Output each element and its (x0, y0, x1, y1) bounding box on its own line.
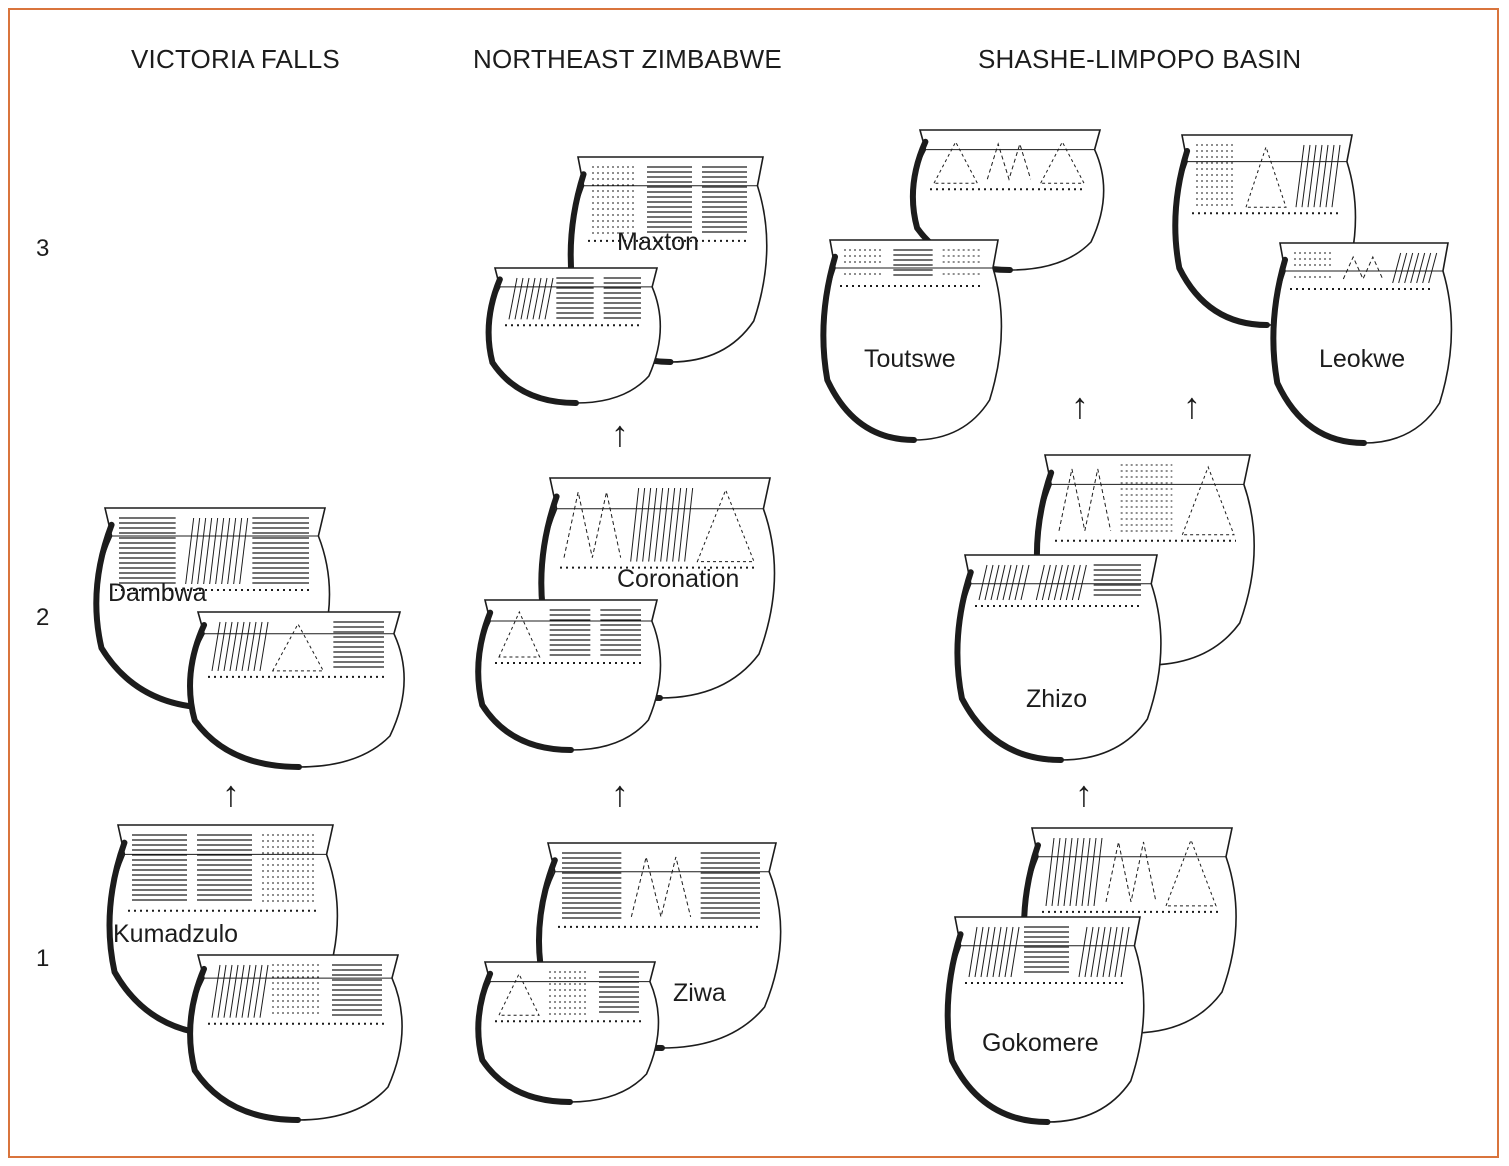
label-dambwa: Dambwa (108, 579, 207, 607)
pot-ziwa-back-decoration (700, 852, 760, 919)
row-label-1: 1 (36, 945, 50, 972)
pot-leokwe-front-decoration (1342, 255, 1384, 281)
pot-toutswe-front-decoration (844, 249, 884, 275)
pot-toutswe-back-decoration (1039, 140, 1085, 184)
pot-coronation-front-decoration (600, 609, 641, 656)
label-toutswe: Toutswe (864, 345, 956, 373)
pot-maxton-front (485, 267, 662, 406)
pot-toutswe-back-decoration (933, 140, 979, 184)
pot-gokomere-back-decoration (1045, 837, 1103, 906)
pot-maxton-front-decoration (508, 277, 554, 320)
label-coronation: Coronation (617, 565, 740, 593)
pot-toutswe-back-decoration (986, 142, 1032, 181)
pot-zhizo-front-decoration (1093, 564, 1141, 596)
arrow-up-coronation-maxton: ↑ (611, 413, 629, 454)
pot-leokwe-back-decoration (1295, 144, 1341, 208)
pot-ziwa-back-decoration (630, 856, 692, 918)
pot-maxton-front-section (485, 276, 579, 406)
pot-kumadzulo-back-decoration (262, 834, 317, 902)
pot-zhizo-back-decoration (1181, 465, 1235, 536)
label-zhizo: Zhizo (1026, 685, 1088, 713)
pot-gokomere-front-section (944, 931, 1051, 1125)
pot-zhizo-front-decoration (1035, 564, 1087, 601)
pot-leokwe-front (1270, 242, 1453, 446)
row-label-3: 3 (36, 235, 50, 262)
pot-zhizo-back-decoration (1120, 464, 1173, 532)
pot-toutswe-front-decoration (893, 249, 933, 276)
column-header-northeast-zimbabwe: NORTHEAST ZIMBABWE (473, 44, 782, 74)
pot-gokomere-front-decoration (968, 926, 1020, 978)
label-leokwe: Leokwe (1319, 345, 1406, 373)
pot-zhizo-front (954, 554, 1162, 763)
pot-gokomere-front (944, 916, 1145, 1125)
pot-toutswe-front (820, 239, 1003, 443)
arrow-up-ziwa-coronation: ↑ (611, 773, 629, 814)
pot-gokomere-back-decoration (1105, 841, 1157, 903)
pot-dambwa-back-decoration (185, 517, 249, 585)
pot-gokomere-front-decoration (1078, 926, 1130, 978)
pot-kumadzulo-front-section (187, 965, 301, 1123)
pot-dambwa-front-decoration (271, 622, 325, 672)
pot-coronation-front-decoration (498, 610, 541, 658)
pot-leokwe-front-section (1270, 256, 1367, 446)
label-ziwa: Ziwa (673, 979, 726, 1007)
arrow-up-zhizo-leokwe: ↑ (1183, 385, 1201, 426)
pot-maxton-front-decoration (603, 277, 641, 319)
pot-dambwa-front-decoration (333, 621, 384, 668)
pot-toutswe-front-decoration (942, 249, 982, 275)
pot-coronation-front-decoration (549, 609, 591, 656)
pot-kumadzulo-front-decoration (332, 964, 382, 1016)
pot-maxton-front-decoration (556, 277, 594, 319)
pot-kumadzulo-back-decoration (132, 834, 187, 901)
pot-kumadzulo-back-decoration (197, 834, 252, 901)
column-header-shashe-limpopo: SHASHE-LIMPOPO BASIN (978, 44, 1302, 74)
label-gokomere: Gokomere (982, 1029, 1099, 1057)
arrow-up-kumadzulo-dambwa: ↑ (222, 773, 240, 814)
pot-dambwa-front-decoration (211, 621, 269, 671)
pot-ziwa-front (475, 961, 660, 1105)
arrow-up-gokomere-zhizo: ↑ (1075, 773, 1093, 814)
column-header-victoria-falls: VICTORIA FALLS (131, 44, 340, 74)
pot-dambwa-back-decoration (119, 517, 176, 584)
pot-leokwe-back-decoration (1196, 144, 1236, 206)
pot-ziwa-front-decoration (498, 972, 540, 1016)
pot-gokomere-front-decoration (1024, 926, 1069, 973)
row-label-2: 2 (36, 604, 50, 631)
pot-zhizo-back-decoration (1058, 468, 1112, 531)
pot-toutswe-back (909, 129, 1105, 273)
pot-dambwa-front-section (187, 622, 302, 770)
pot-coronation-back-decoration (563, 491, 622, 558)
pot-dambwa-back-decoration (252, 517, 309, 584)
pot-toutswe-front-section (820, 253, 917, 443)
pot-coronation-front-section (475, 609, 574, 753)
pot-dambwa-back-section (93, 521, 218, 711)
pot-kumadzulo-front-decoration (272, 964, 322, 1014)
arrow-up-zhizo-toutswe: ↑ (1071, 385, 1089, 426)
label-kumadzulo: Kumadzulo (113, 920, 239, 948)
pot-maxton-back-decoration (647, 166, 692, 233)
pot-leokwe-front-decoration (1392, 252, 1438, 284)
pot-coronation-back-decoration (696, 488, 755, 563)
pot-kumadzulo-front (187, 954, 403, 1123)
pot-dambwa-front (187, 611, 405, 770)
pot-kumadzulo-back-section (106, 839, 229, 1038)
pot-coronation-front (475, 599, 662, 753)
label-maxton: Maxton (617, 228, 699, 256)
pot-ziwa-front-section (475, 970, 573, 1105)
pot-ziwa-front-decoration (549, 971, 589, 1015)
pot-maxton-back-decoration (702, 166, 747, 233)
pot-leokwe-front-decoration (1294, 252, 1334, 278)
pot-kumadzulo-front-decoration (211, 964, 269, 1018)
pot-leokwe-back-section (1172, 147, 1270, 328)
pot-ziwa-back-decoration (562, 852, 622, 919)
pot-leokwe-back-decoration (1245, 145, 1287, 208)
pot-zhizo-front-section (954, 569, 1064, 763)
pot-coronation-back-decoration (630, 487, 694, 562)
pot-ziwa-front-decoration (599, 971, 639, 1013)
pot-zhizo-front-decoration (978, 564, 1030, 601)
